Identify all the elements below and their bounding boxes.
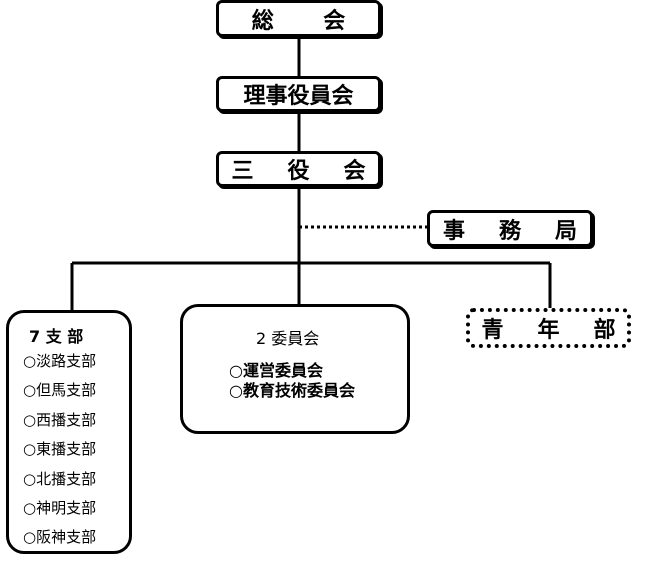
branch-item: ○東播支部 [23, 440, 97, 459]
branch-item: ○北播支部 [23, 469, 97, 488]
board-of-directors-box: 理事役員会 [216, 76, 381, 112]
general-assembly-label: 総 会 [251, 8, 367, 34]
branches-heading: 7 支 部 [29, 327, 84, 346]
committee-list: ○運営委員会 ○教育技術委員会 [229, 361, 355, 401]
general-assembly-box: 総 会 [216, 0, 381, 37]
youth-division-box: 青 年 部 [466, 308, 631, 348]
branch-item: ○西播支部 [23, 410, 97, 429]
committees-box: 2 委員会 ○運営委員会 ○教育技術委員会 [180, 304, 410, 434]
branch-item: ○但馬支部 [23, 381, 97, 400]
committee-item: ○運営委員会 [229, 361, 323, 380]
branch-item: ○淡路支部 [23, 352, 97, 370]
three-officers-meeting-box: 三 役 会 [216, 151, 381, 187]
branch-list: ○淡路支部 ○但馬支部 ○西播支部 ○東播支部 ○北播支部 ○神明支部 ○阪神支… [23, 351, 96, 557]
committee-item: ○教育技術委員会 [229, 381, 355, 400]
branches-box: 7 支 部 ○淡路支部 ○但馬支部 ○西播支部 ○東播支部 ○北播支部 ○神明支… [6, 310, 132, 554]
three-officers-meeting-label: 三 役 会 [231, 159, 379, 184]
committees-heading: 2 委員会 [256, 329, 320, 348]
secretariat-box: 事 務 局 [427, 210, 593, 247]
branch-item: ○神明支部 [23, 498, 97, 517]
secretariat-label: 事 務 局 [442, 218, 591, 244]
branch-item: ○阪神支部 [23, 528, 97, 547]
youth-division-label: 青 年 部 [481, 318, 629, 343]
board-of-directors-label: 理事役員会 [243, 84, 354, 109]
